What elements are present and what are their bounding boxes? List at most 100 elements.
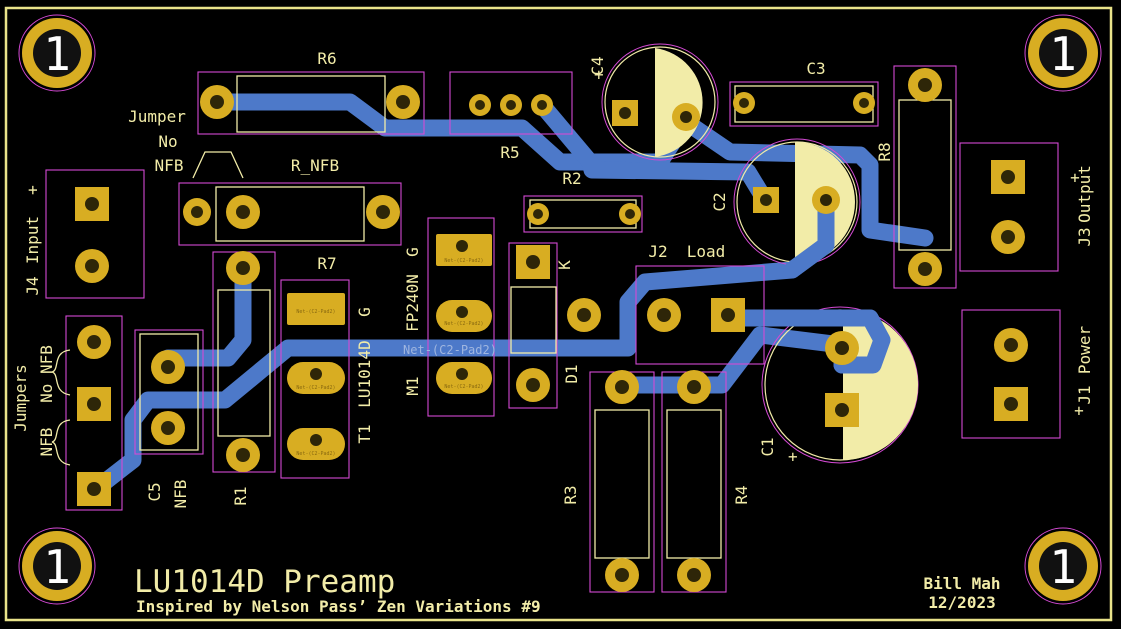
jumper-nfb-mark xyxy=(192,151,244,179)
pad-jmp-2 xyxy=(77,387,111,421)
ref-t1: T1 xyxy=(355,424,374,443)
pad-d1-2 xyxy=(516,368,550,402)
jumpers-bracket-top xyxy=(51,349,71,396)
board-edge xyxy=(4,6,1113,622)
pad-j3-1 xyxy=(991,160,1025,194)
svg-text:1: 1 xyxy=(43,27,71,81)
pad-r1-2 xyxy=(226,438,260,472)
pad-r5-1 xyxy=(469,94,491,116)
pad-r6-1 xyxy=(200,85,234,119)
label-lu1014: LU1014D xyxy=(355,340,374,407)
pad-rnfb-2 xyxy=(226,195,260,229)
label-load: Load xyxy=(687,242,726,261)
pad-r2-1 xyxy=(527,203,549,225)
pad-j2-2 xyxy=(647,298,681,332)
label-jmp-nfb: NFB xyxy=(37,428,56,457)
mounting-hole-bl: 1 xyxy=(18,527,96,605)
label-nfb: NFB xyxy=(155,156,184,175)
ref-c2: C2 xyxy=(710,192,729,211)
pad-j3-2 xyxy=(991,220,1025,254)
svg-text:1: 1 xyxy=(1049,27,1077,81)
label-j1-plus: + xyxy=(1074,401,1084,420)
board-subtitle: Inspired by Nelson Pass’ Zen Variations … xyxy=(136,597,541,616)
pad-c1-2 xyxy=(825,393,859,427)
label-k: K xyxy=(555,260,574,270)
pad-c3-1 xyxy=(733,92,755,114)
pad-c4-2 xyxy=(672,103,700,131)
svg-text:Net-(C2-Pad2): Net-(C2-Pad2) xyxy=(444,258,483,264)
label-c5-nfb: NFB xyxy=(171,480,190,509)
svg-text:Net-(C2-Pad2): Net-(C2-Pad2) xyxy=(444,321,483,327)
ref-j1: J1 xyxy=(1075,385,1094,404)
label-m1-g: G xyxy=(403,247,422,257)
ref-c5: C5 xyxy=(145,482,164,501)
svg-text:Net-(C2-Pad2): Net-(C2-Pad2) xyxy=(296,451,335,457)
label-j4-plus: + xyxy=(23,185,42,195)
pad-t1-3: Net-(C2-Pad2) xyxy=(287,428,345,460)
pad-j2-1 xyxy=(711,298,745,332)
label-j3-plus: + xyxy=(1070,168,1080,187)
capacitor-c1: + xyxy=(761,306,919,466)
pad-c1-1 xyxy=(825,331,859,365)
board-title: LU1014D Preamp xyxy=(134,564,395,600)
svg-text:+: + xyxy=(788,447,798,466)
board-date: 12/2023 xyxy=(928,593,995,612)
pad-r3-2 xyxy=(605,558,639,592)
ref-c4: C4 xyxy=(588,56,607,75)
pad-r1-1 xyxy=(226,251,260,285)
label-jumper: Jumper xyxy=(128,107,186,126)
pad-jmp-1 xyxy=(77,325,111,359)
pad-r6-2 xyxy=(386,85,420,119)
label-no-nfb: No NFB xyxy=(37,345,56,403)
label-t1-g: G xyxy=(355,307,374,317)
pad-r5-2 xyxy=(500,94,522,116)
mounting-hole-tr: 1 xyxy=(1024,14,1102,92)
pad-m1-s: Net-(C2-Pad2) xyxy=(436,362,492,394)
ref-m1: M1 xyxy=(403,376,422,395)
ref-c1: C1 xyxy=(758,437,777,456)
pad-jmp-3 xyxy=(77,472,111,506)
pad-r4-2 xyxy=(677,558,711,592)
ref-j2: J2 xyxy=(648,242,667,261)
pad-j1-1 xyxy=(994,328,1028,362)
label-no: No xyxy=(158,132,177,151)
svg-text:Net-(C2-Pad2): Net-(C2-Pad2) xyxy=(444,384,483,390)
pad-c5-2 xyxy=(151,411,185,445)
pad-d1-extra xyxy=(567,298,601,332)
pad-j4-2 xyxy=(75,249,109,283)
silkscreen-text: R6 C3 R5 R2 Jumper No NFB R_NFB R7 J2 Lo… xyxy=(11,49,1094,508)
trace-r5-c2 xyxy=(533,96,774,209)
pad-rnfb-1 xyxy=(183,198,211,226)
ref-r5: R5 xyxy=(500,143,519,162)
pad-j1-2 xyxy=(994,387,1028,421)
net-label: Net-(C2-Pad2) xyxy=(403,343,497,357)
pad-r3-1 xyxy=(605,370,639,404)
ref-r8: R8 xyxy=(875,142,894,161)
mounting-hole-br: 1 xyxy=(1024,527,1102,605)
label-jumpers: Jumpers xyxy=(11,364,30,431)
trace-c1-r3 xyxy=(614,326,851,394)
pad-d1-1 xyxy=(516,245,550,279)
board-author: Bill Mah xyxy=(923,574,1000,593)
pad-r8-1 xyxy=(908,68,942,102)
ref-r3: R3 xyxy=(561,485,580,504)
svg-text:1: 1 xyxy=(1049,540,1077,594)
pad-t1-1: Net-(C2-Pad2) xyxy=(287,293,345,325)
jumpers-bracket-bottom xyxy=(51,419,71,466)
pad-m1-d: Net-(C2-Pad2) xyxy=(436,300,492,332)
ref-r4: R4 xyxy=(732,485,751,504)
pad-m1-g: Net-(C2-Pad2) xyxy=(436,234,492,266)
pad-rnfb-3 xyxy=(366,195,400,229)
pad-r5-3 xyxy=(531,94,553,116)
ref-r6: R6 xyxy=(317,49,336,68)
svg-text:1: 1 xyxy=(43,540,71,594)
ref-r-nfb: R_NFB xyxy=(291,156,339,175)
ref-j3: J3 xyxy=(1075,227,1094,246)
label-input: Input xyxy=(23,216,42,264)
pad-r2-2 xyxy=(619,203,641,225)
pad-t1-2: Net-(C2-Pad2) xyxy=(287,362,345,394)
svg-text:Net-(C2-Pad2): Net-(C2-Pad2) xyxy=(296,385,335,391)
pad-j4-1 xyxy=(75,187,109,221)
